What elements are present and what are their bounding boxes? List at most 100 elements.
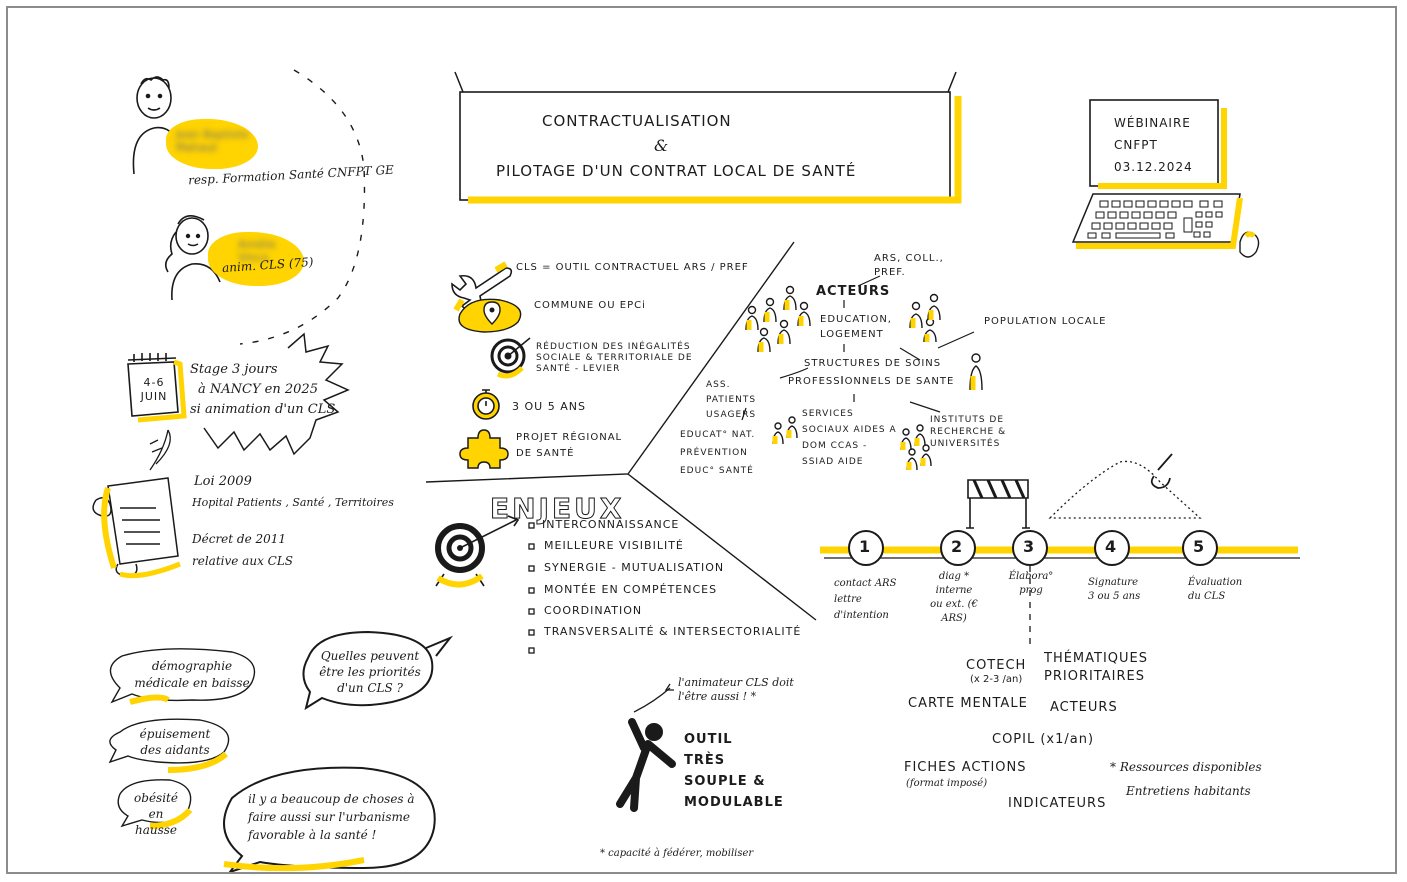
tools-cotech: COTECH [966,658,1027,673]
title-strings [454,71,957,93]
webinar-date: 03.12.2024 [1114,160,1193,174]
acteurs-structures: STRUCTURES DE SOINS [804,358,942,369]
sketch-lines [92,69,1300,872]
bubble-5-text: il y a beaucoup de choses à faire aussi … [248,792,415,842]
step-5-number: 5 [1193,537,1205,556]
enjeux-heading: ENJEUX [489,492,625,526]
sand-pile-icon [1048,453,1202,519]
target-icon [490,337,531,379]
law-line-1: Loi 2009 [194,474,252,489]
calendar-dates: 4-6 JUIN [140,376,168,403]
stopwatch-icon [472,389,500,420]
step-4-label: Signature 3 ou 5 ans [1088,577,1141,602]
bubble-2-text: épuisement des aidants [139,727,211,757]
acteurs-educnat: EDUCAT° NAT. PRÉVENTION EDUC° SANTÉ [680,430,756,476]
bubbles [108,630,454,872]
speakers-dashed-arc [239,69,366,345]
step-2-label: diag * interne ou ext. (€ ARS) [930,571,978,624]
timeline-circles [848,530,1218,566]
step-3-label: Élabora° prog [1008,571,1054,596]
acteurs-population: POPULATION LOCALE [984,316,1107,327]
bubble-3-text: obésité en hausse [134,791,178,837]
title-ampersand: & [654,136,669,155]
step-4-number: 4 [1105,537,1117,556]
acteurs-patients: ASS. PATIENTS USAGERS [706,380,757,420]
animator-line-3: SOUPLE & [684,774,766,789]
bubble-5 [223,766,436,872]
enjeux-item-4: MONTÉE EN COMPÉTENCES [544,583,718,596]
hurdle-icon [966,479,1030,529]
step-3-number: 3 [1023,537,1035,556]
tools-fiches-note: (format imposé) [906,778,988,789]
step-2-number: 2 [951,537,963,556]
title-box [459,91,951,201]
acteurs-pros: PROFESSIONNELS DE SANTE [788,376,955,387]
law-line-2: Hopital Patients , Santé , Territoires [192,496,394,509]
step-1-number: 1 [859,537,871,556]
tools-ressources: * Ressources disponibles [1110,760,1262,774]
bubble-4 [302,630,434,711]
enjeux-item-1: INTERCONNAISSANCE [542,518,680,531]
stage-line-1: Stage 3 jours [190,362,278,377]
acteurs-services: SERVICES SOCIAUX AIDES A DOM CCAS - SSIA… [802,409,897,467]
tools-acteurs: ACTEURS [1050,700,1118,715]
enjeux-item-5: COORDINATION [544,604,643,617]
definition-3: RÉDUCTION DES INÉGALITÉS SOCIALE & TERRI… [536,342,693,374]
scroll-icon [92,477,181,579]
acteurs-heading: ACTEURS [816,284,891,299]
tools-copil: COPIL (x1/an) [992,732,1095,747]
bubble-1-text: démographie médicale en baisse [134,659,250,690]
stage-line-2: à NANCY en 2025 [198,382,318,397]
enjeux-item-2: MEILLEURE VISIBILITÉ [544,539,684,552]
animator-footnote: * capacité à fédérer, mobiliser [600,848,754,859]
speaker-2-highlight [208,232,304,286]
law-line-3: Décret de 2011 [192,532,287,546]
law-line-4: relative aux CLS [192,554,294,568]
animator-note: l'animateur CLS doit l'être aussi ! * [678,676,794,703]
starburst-shape [203,332,350,456]
people-highlights [746,300,976,470]
stage-line-3: si animation d'un CLS [190,402,336,417]
enjeux-target-icon [435,515,520,588]
enjeux-item-6: TRANSVERSALITÉ & INTERSECTORIALITÉ [544,625,802,638]
animator-line-4: MODULABLE [684,795,784,810]
sketchnote-canvas: CONTRACTUALISATION & PILOTAGE D'UN CONTR… [6,6,1397,874]
tools-entretiens: Entretiens habitants [1126,784,1251,798]
animator-line-2: TRÈS [684,753,726,768]
quill-icon [149,429,171,471]
speaker-2-name: Amélie Vinca [238,238,276,264]
section-dividers [425,241,817,621]
webinar-org: CNFPT [1114,138,1158,152]
bubble-4-text: Quelles peuvent être les priorités d'un … [319,649,421,695]
definition-1: CLS = OUTIL CONTRACTUEL ARS / PREF [516,262,749,273]
speaker-1-highlight [166,119,258,169]
tools-thematiques: THÉMATIQUES PRIORITAIRES [1044,651,1149,684]
step-1-label: contact ARS lettre d'intention [834,578,897,621]
tools-cotech-freq: (x 2-3 /an) [970,674,1023,685]
animator-line-1: OUTIL [684,732,733,747]
webinar-label: WÉBINAIRE [1114,116,1191,130]
step-5-label: Évaluation du CLS [1188,577,1243,602]
calendar-icon [127,353,187,423]
acteurs-connectors [741,275,975,421]
title-box-shadow [468,96,962,204]
bubble-2 [108,718,230,764]
definition-2: COMMUNE OU EPCi [534,300,646,311]
bubble-1 [109,648,256,704]
acteurs-education: EDUCATION, LOGEMENT [820,314,892,340]
tools-fiches: FICHES ACTIONS [904,760,1027,775]
stick-figure-icon [616,683,676,812]
definition-4: 3 OU 5 ANS [512,400,586,413]
enjeux-item-3: SYNERGIE - MUTUALISATION [544,561,725,574]
acteurs-ars: ARS, COLL., PREF. [874,253,944,278]
map-pin-icon [458,298,522,333]
title-line-2: PILOTAGE D'UN CONTRAT LOCAL DE SANTÉ [496,162,857,180]
tools-carte: CARTE MENTALE [908,696,1028,711]
title-line-1: CONTRACTUALISATION [542,112,732,130]
acteurs-instituts: INSTITUTS DE RECHERCHE & UNIVERSITÉS [930,415,1007,449]
enjeux-checkboxes [528,522,535,654]
speaker-1-name: Jean Baptiste Mahaut [176,128,249,154]
tools-indicateurs: INDICATEURS [1008,796,1107,811]
puzzle-icon [459,429,509,469]
definition-5: PROJET RÉGIONAL DE SANTÉ [516,432,623,459]
